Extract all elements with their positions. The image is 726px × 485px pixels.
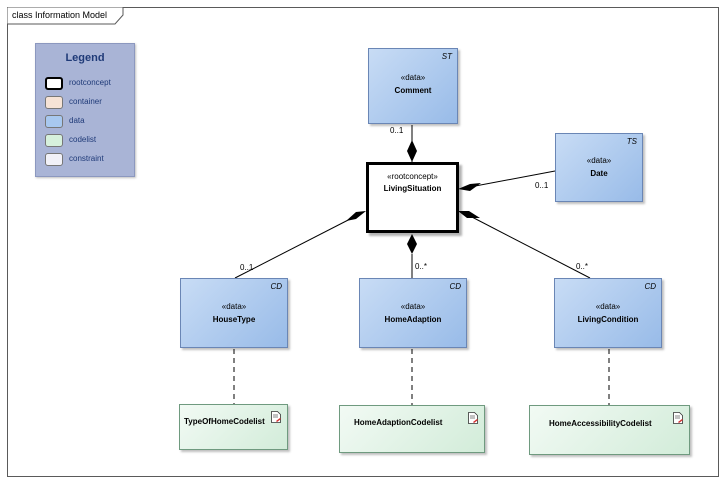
legend-swatch-rootconcept [45,77,63,90]
codelist-name: HomeAccessibilityCodelist [549,419,652,428]
diagram-frame [7,7,719,477]
class-name: HouseType [212,315,256,324]
class-name: LivingCondition [577,315,639,324]
class-stereotype: «data» [221,302,247,311]
class-comment[interactable]: ST «data» Comment [368,48,458,124]
legend-label: data [69,116,85,125]
diamond-living-condition [458,211,480,218]
root-name: LivingSituation [383,184,442,193]
class-tag: CD [270,282,282,291]
class-name: Comment [394,86,432,95]
edge-date [469,170,556,188]
class-house-type[interactable]: CD «data» HouseType [180,278,288,348]
legend: Legend rootconcept container data codeli… [35,43,135,177]
class-stereotype: «data» [595,302,621,311]
multiplicity-living-condition: 0..* [576,262,589,271]
class-name: HomeAdaption [384,315,442,324]
class-date[interactable]: TS «data» Date [555,133,643,202]
class-tag: ST [441,52,452,61]
edge-living-condition [469,215,591,279]
root-stereotype: «rootconcept» [387,172,438,181]
frame-title: class Information Model [12,10,108,20]
multiplicity-comment: 0..1 [390,126,404,135]
document-icon [468,412,478,424]
legend-label: container [69,97,102,106]
legend-title: Legend [65,52,105,64]
legend-swatch-container [45,96,63,109]
multiplicity-date: 0..1 [535,181,549,190]
class-stereotype: «data» [400,73,426,82]
edge-house-type [234,215,357,279]
frame-title-tab [7,7,124,25]
codelist-home-accessibility[interactable]: HomeAccessibilityCodelist [529,405,690,455]
class-name: Date [590,169,608,178]
codelist-type-of-home[interactable]: TypeOfHomeCodelist [179,404,288,450]
class-tag: CD [644,282,656,291]
legend-label: rootconcept [69,78,111,87]
legend-swatch-codelist [45,134,63,147]
legend-label: codelist [69,135,97,144]
legend-label: constraint [69,154,104,163]
class-stereotype: «data» [400,302,426,311]
class-stereotype: «data» [586,156,612,165]
diamond-home-adaption [407,234,417,254]
legend-swatch-data [45,115,63,128]
class-tag: TS [626,137,637,146]
diamond-date [458,183,481,191]
diamond-comment [407,140,417,162]
codelist-name: TypeOfHomeCodelist [184,417,265,426]
class-living-condition[interactable]: CD «data» LivingCondition [554,278,662,348]
legend-swatch-constraint [45,153,63,166]
diamond-house-type [346,211,366,221]
codelist-name: HomeAdaptionCodelist [354,418,443,427]
class-home-adaption[interactable]: CD «data» HomeAdaption [359,278,467,348]
document-icon [673,412,683,424]
codelist-home-adaption[interactable]: HomeAdaptionCodelist [339,405,485,453]
multiplicity-house-type: 0..1 [240,263,254,272]
root-concept-living-situation[interactable]: «rootconcept» LivingSituation [366,162,459,233]
class-tag: CD [449,282,461,291]
multiplicity-home-adaption: 0..* [415,262,428,271]
document-icon [271,411,281,423]
